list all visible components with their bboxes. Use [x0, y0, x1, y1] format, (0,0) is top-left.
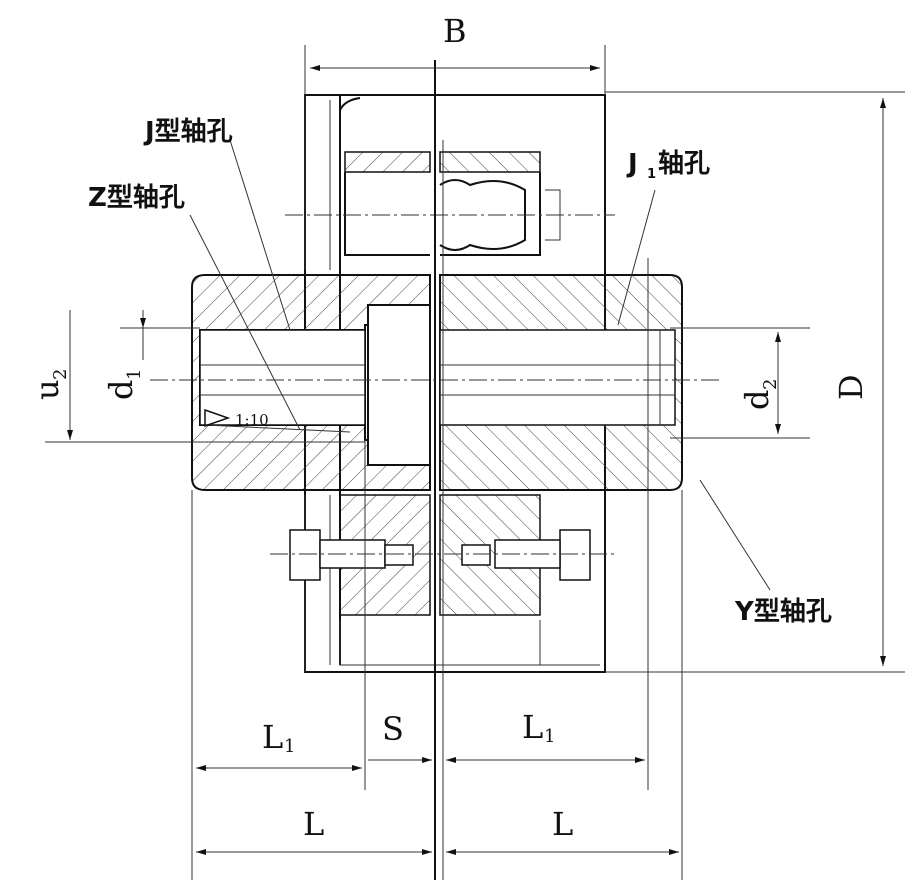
label-d: D	[832, 374, 870, 400]
dimension-labels: B D d 1 u 2 d 2 L 1 S L 1 L L	[28, 12, 870, 843]
svg-text:1: 1	[124, 369, 145, 380]
svg-text:1: 1	[284, 736, 295, 757]
leader-lines	[189, 139, 771, 591]
svg-text:d: d	[102, 380, 140, 400]
callout-y-bore: Y型轴孔	[734, 597, 832, 627]
label-b: B	[443, 12, 467, 50]
svg-text:轴孔: 轴孔	[658, 149, 710, 179]
taper-icon	[204, 408, 231, 428]
taper-mark: 1:10	[204, 408, 269, 429]
svg-text:1: 1	[647, 167, 656, 182]
label-l1-left: L 1	[262, 718, 295, 757]
right-nut	[559, 529, 591, 581]
svg-text:d: d	[738, 390, 776, 410]
label-s: S	[382, 710, 404, 748]
label-u2: u 2	[28, 369, 71, 400]
svg-text:u: u	[28, 379, 66, 400]
axes	[150, 60, 720, 880]
center-spacer	[367, 304, 431, 466]
svg-text:L: L	[522, 708, 543, 746]
callout-j-bore: J型轴孔	[143, 117, 233, 147]
extension-lines	[45, 45, 905, 880]
dimension-lines	[67, 65, 886, 855]
callout-j1-bore: J 1 轴孔	[626, 149, 710, 182]
label-d1: d 1	[102, 369, 145, 400]
svg-text:2: 2	[50, 369, 71, 380]
left-nut	[289, 529, 321, 581]
callout-z-bore: Z型轴孔	[88, 183, 185, 213]
svg-text:2: 2	[760, 379, 781, 390]
callout-labels: J型轴孔 Z型轴孔 J 1 轴孔 Y型轴孔	[88, 117, 832, 627]
label-l-left: L	[303, 805, 324, 843]
label-l1-right: L 1	[522, 708, 555, 747]
upper-gear-section	[285, 151, 615, 256]
right-hub	[439, 274, 683, 491]
svg-text:L: L	[262, 718, 283, 756]
svg-text:1: 1	[544, 726, 555, 747]
taper-ratio: 1:10	[235, 411, 269, 429]
label-l-right: L	[552, 805, 573, 843]
lower-flanges	[270, 494, 615, 666]
svg-text:J: J	[626, 149, 638, 179]
left-hub	[191, 274, 431, 491]
label-d2: d 2	[738, 379, 781, 410]
